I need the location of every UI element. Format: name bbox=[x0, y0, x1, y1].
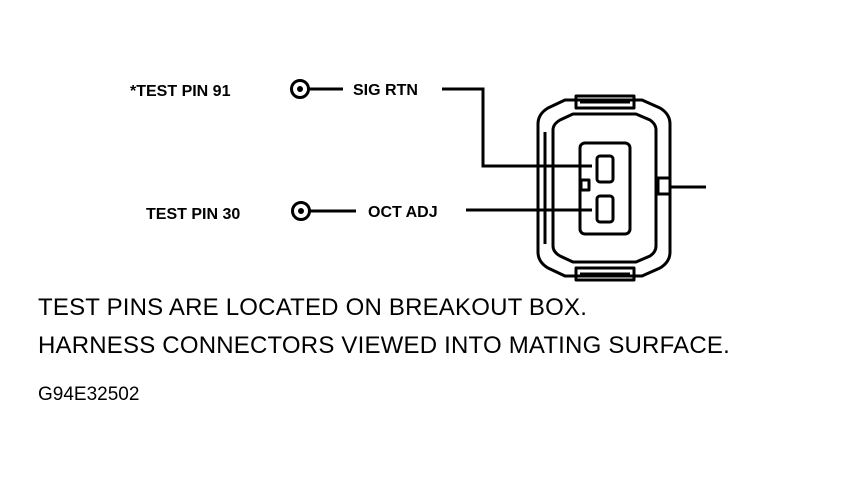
oct-adj-wire-label: OCT ADJ bbox=[368, 204, 438, 221]
note-breakout-box: TEST PINS ARE LOCATED ON BREAKOUT BOX. bbox=[38, 294, 588, 321]
test-pin-30-terminal-icon bbox=[291, 201, 311, 221]
harness-connector-icon bbox=[536, 94, 672, 282]
wiring-diagram: *TEST PIN 91 SIG RTN TEST PIN 30 OCT ADJ bbox=[130, 79, 706, 282]
figure-code: G94E32502 bbox=[38, 384, 140, 405]
sig-rtn-wire-label: SIG RTN bbox=[353, 82, 418, 99]
test-pin-30-label: TEST PIN 30 bbox=[146, 206, 240, 223]
test-pin-91-label: *TEST PIN 91 bbox=[130, 83, 231, 100]
note-mating-surface: HARNESS CONNECTORS VIEWED INTO MATING SU… bbox=[38, 332, 730, 359]
test-pin-91-terminal-icon bbox=[290, 79, 310, 99]
